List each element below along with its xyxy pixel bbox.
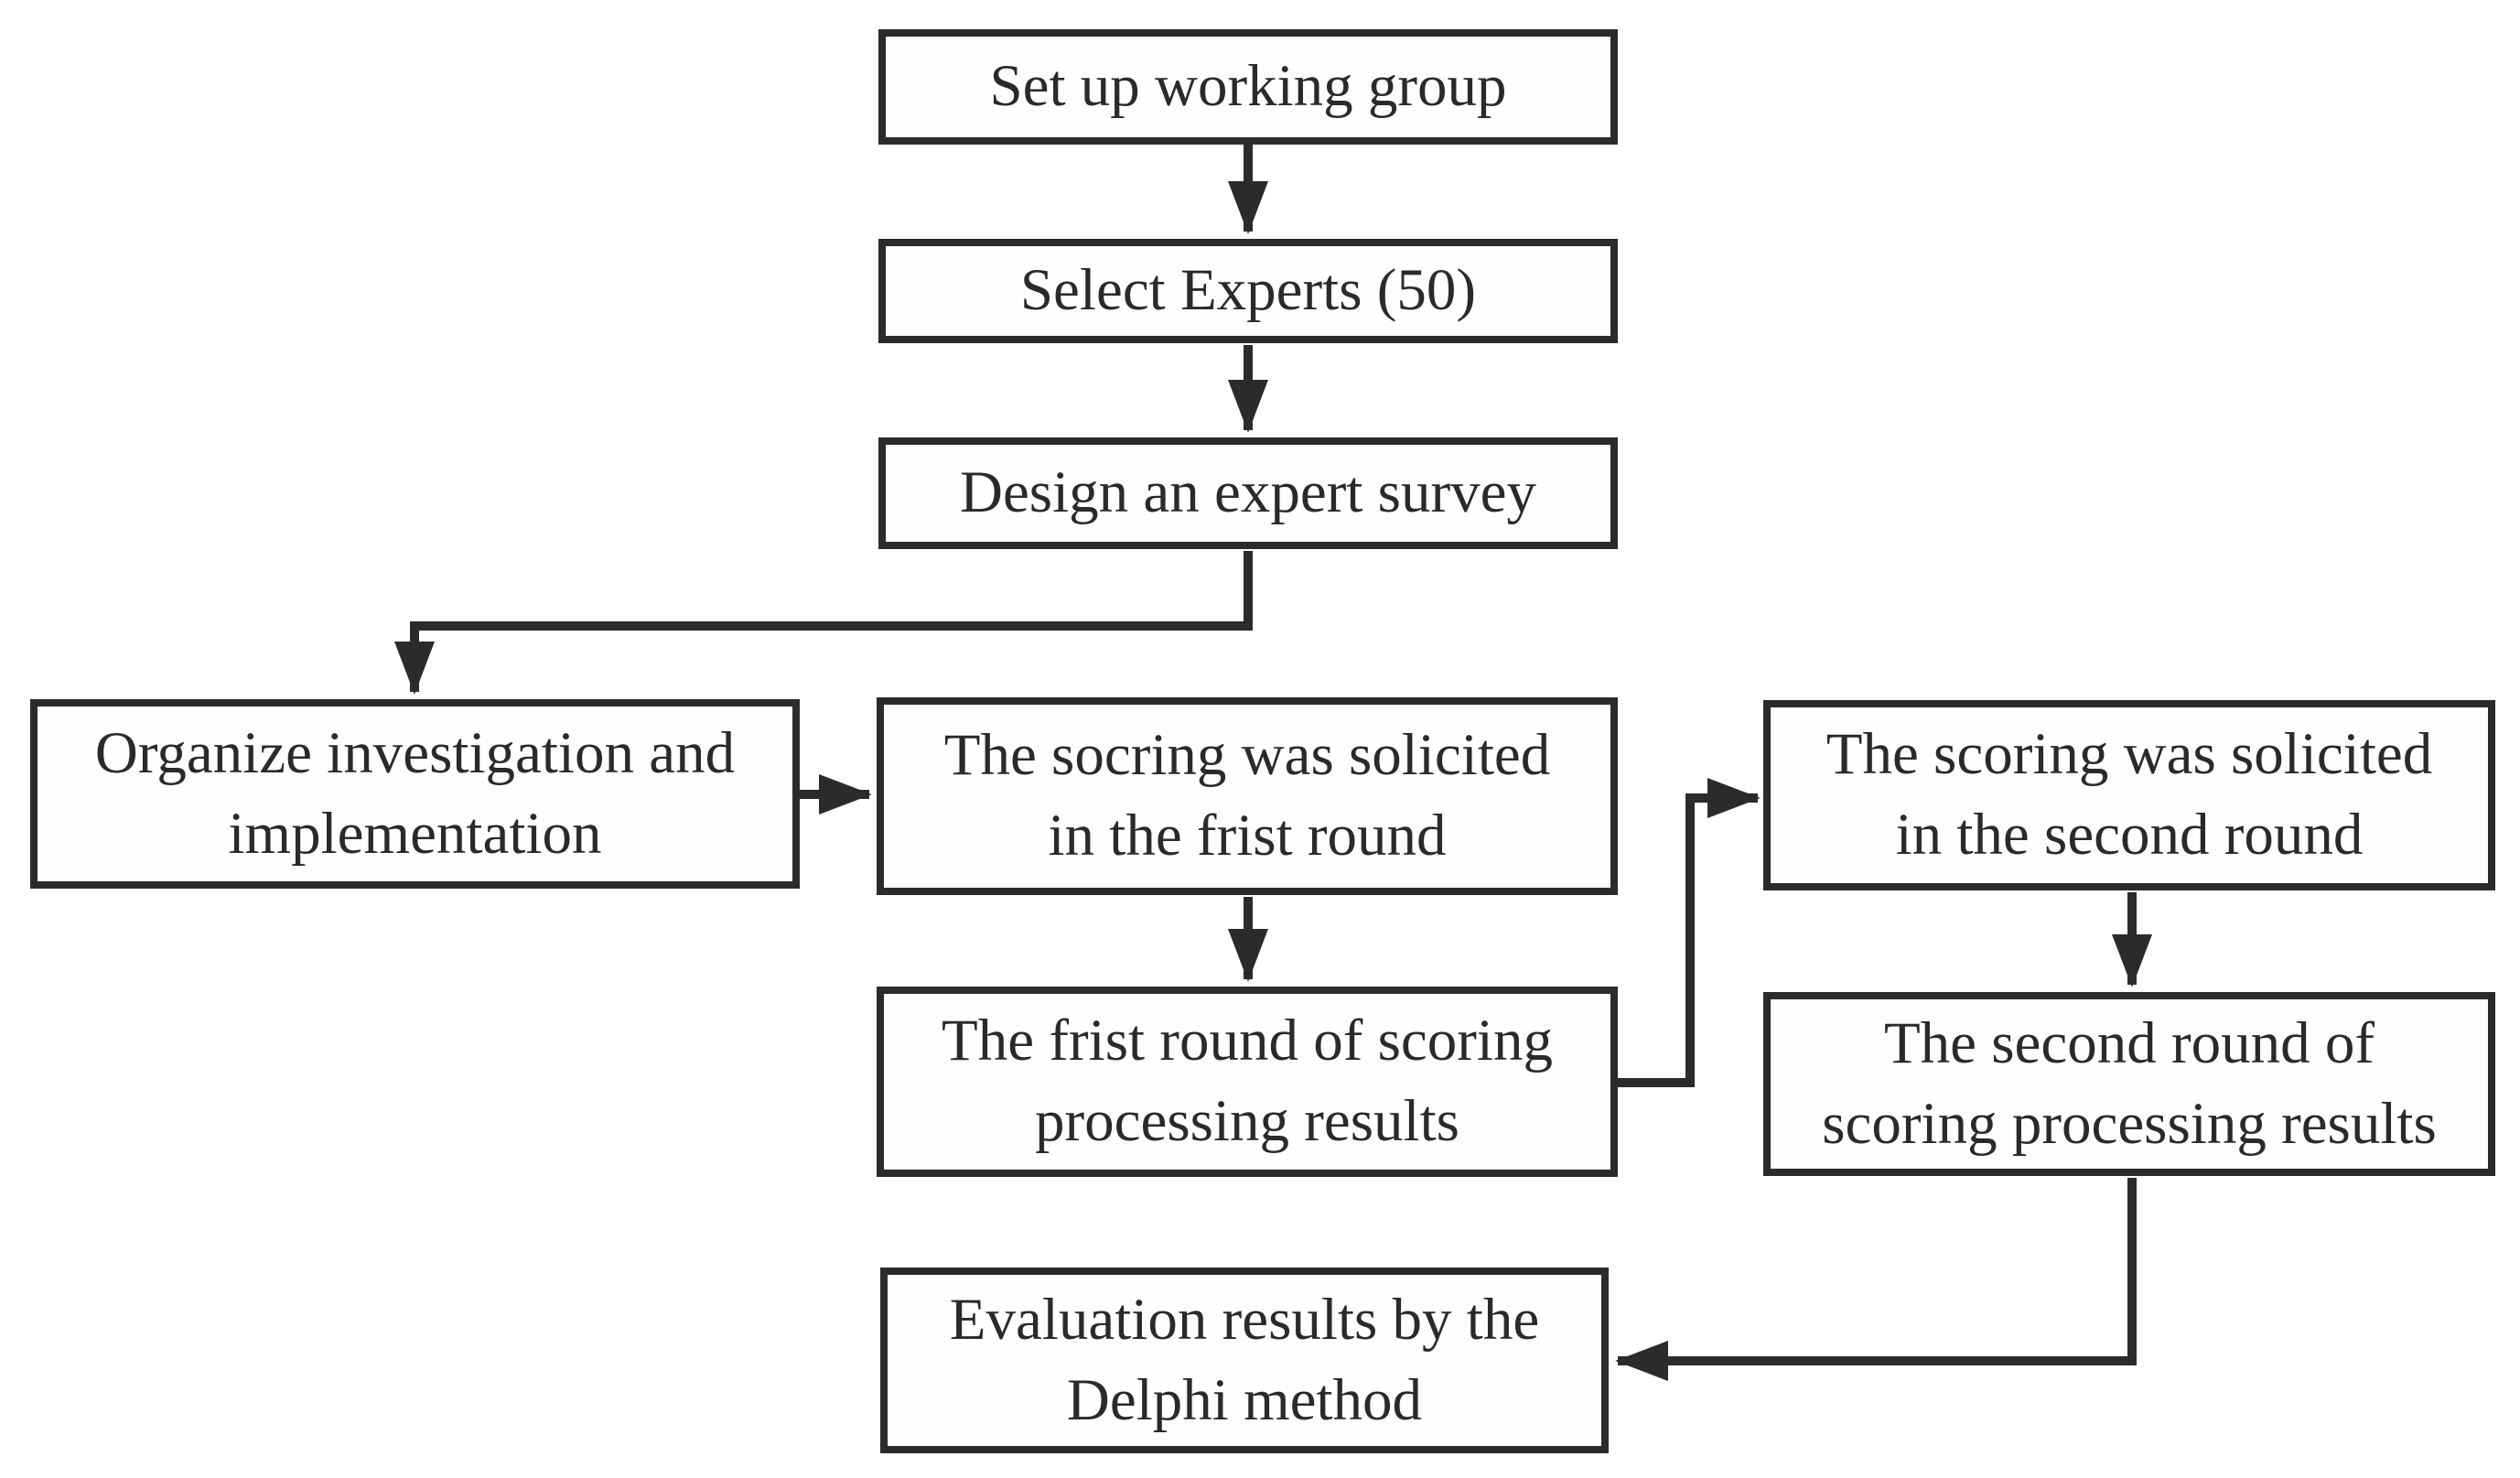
edge-first-results-to-second-solicited [1616, 778, 1761, 1087]
node-organize-investigation: Organize investigation and implementatio… [30, 699, 800, 889]
node-first-round-processing-results: The frist round of scoring processing re… [877, 987, 1618, 1177]
node-evaluation-results-delphi: Evaluation results by the Delphi method [880, 1268, 1609, 1453]
node-select-experts: Select Experts (50) [878, 239, 1618, 343]
edge-second-results-to-evaluation [1615, 1178, 2137, 1381]
node-set-up-working-group: Set up working group [878, 29, 1618, 145]
node-first-round-scoring-solicited: The socring was solicited in the frist r… [877, 697, 1618, 895]
node-second-round-scoring-solicited: The scoring was solicited in the second … [1763, 700, 2495, 890]
node-design-expert-survey: Design an expert survey [878, 437, 1618, 549]
edge-design-to-organize [393, 551, 1253, 695]
node-second-round-processing-results: The second round of scoring processing r… [1763, 992, 2495, 1176]
